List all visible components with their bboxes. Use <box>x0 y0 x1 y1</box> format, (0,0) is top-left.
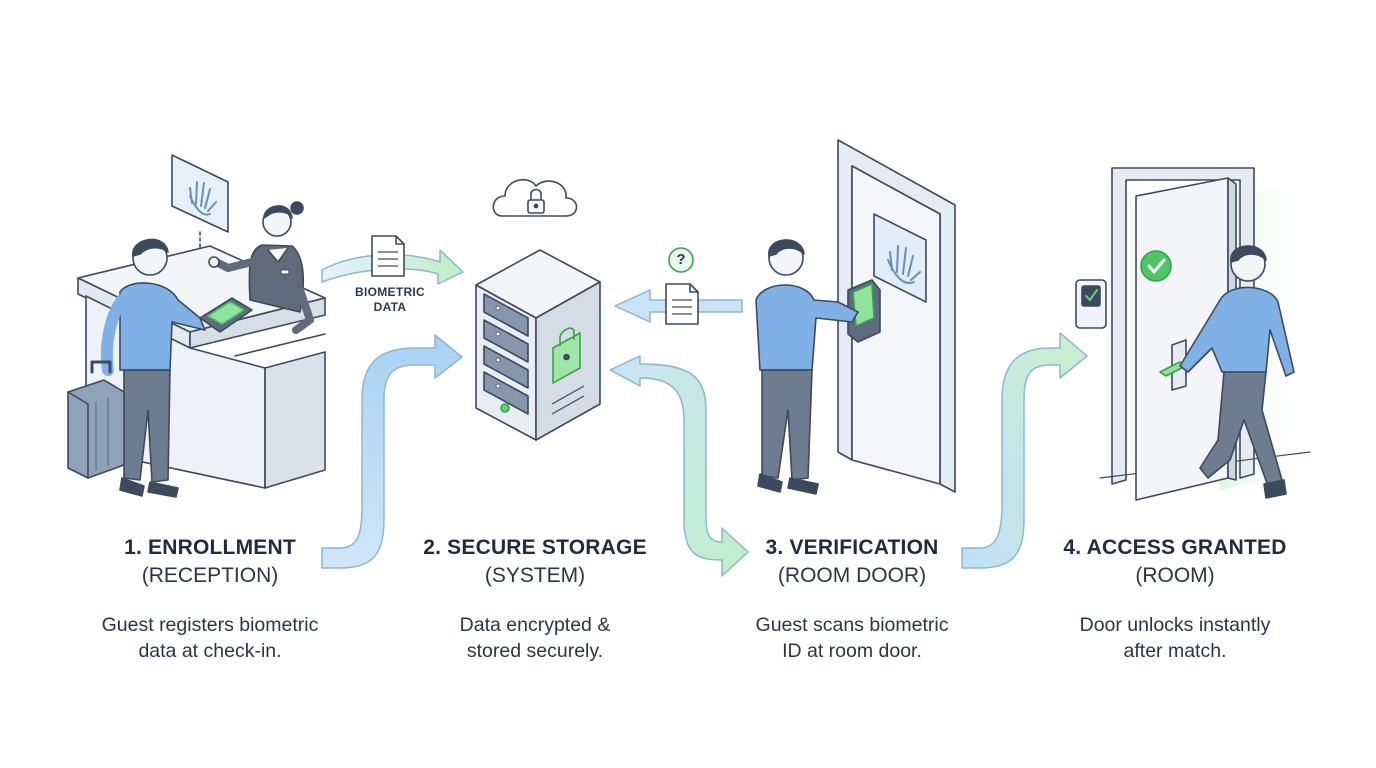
biometric-data-line1: BIOMETRIC <box>354 285 426 299</box>
step-description-line2: stored securely. <box>466 640 604 662</box>
server-icon <box>475 249 601 441</box>
scene-storage <box>475 178 601 441</box>
step-enrollment: 1. ENROLLMENT (RECEPTION) Guest register… <box>60 536 360 664</box>
scene-room-door <box>755 139 956 495</box>
arrow-storage-to-verification <box>609 355 749 577</box>
biometric-data-line2: DATA <box>373 300 407 314</box>
step-description-line1: Guest scans biometric <box>755 614 949 636</box>
question-icon <box>668 247 694 273</box>
step-title: 3. VERIFICATION <box>765 536 939 559</box>
check-icon <box>1140 250 1172 282</box>
step-title: 2. SECURE STORAGE <box>423 536 647 559</box>
step-description-line1: Data encrypted & <box>459 614 611 636</box>
step-description-line1: Guest registers biometric <box>101 614 319 636</box>
document-icon-verification <box>665 283 699 325</box>
step-description: Door unlocks instantly after match. <box>1025 612 1325 664</box>
document-icon <box>371 235 405 277</box>
step-access-granted: 4. ACCESS GRANTED (ROOM) Door unlocks in… <box>1025 536 1325 664</box>
receptionist <box>208 201 314 334</box>
guest-at-door <box>755 239 859 495</box>
step-secure-storage: 2. SECURE STORAGE (SYSTEM) Data encrypte… <box>385 536 685 664</box>
step-description: Guest registers biometric data at check-… <box>60 612 360 664</box>
question-mark: ? <box>676 251 686 268</box>
step-title: 4. ACCESS GRANTED <box>1063 536 1287 559</box>
step-subtitle: (RECEPTION) <box>141 564 279 587</box>
cloud-lock-icon <box>492 178 578 217</box>
scene-access-granted <box>1075 167 1311 501</box>
step-subtitle: (ROOM DOOR) <box>777 564 927 587</box>
step-verification: 3. VERIFICATION (ROOM DOOR) Guest scans … <box>702 536 1002 664</box>
step-description: Data encrypted & stored securely. <box>385 612 685 664</box>
step-title: 1. ENROLLMENT <box>124 536 296 559</box>
step-description-line2: ID at room door. <box>782 640 922 662</box>
step-subtitle: (ROOM) <box>1135 564 1215 587</box>
biometric-data-label: BIOMETRIC DATA <box>340 285 440 315</box>
scene-reception <box>67 154 326 498</box>
step-description-line1: Door unlocks instantly <box>1079 614 1271 636</box>
step-subtitle: (SYSTEM) <box>484 564 586 587</box>
arrow-verification-to-access <box>961 332 1088 569</box>
suitcase <box>67 360 125 479</box>
step-description-line2: after match. <box>1123 640 1227 662</box>
guest-at-reception <box>100 238 206 498</box>
keycard-reader <box>1075 279 1107 329</box>
handprint-icon <box>873 213 927 303</box>
arrow-enrollment-to-storage <box>321 334 463 569</box>
step-description-line2: data at check-in. <box>138 640 282 662</box>
step-description: Guest scans biometric ID at room door. <box>702 612 1002 664</box>
guest-entering-room <box>1179 245 1295 499</box>
